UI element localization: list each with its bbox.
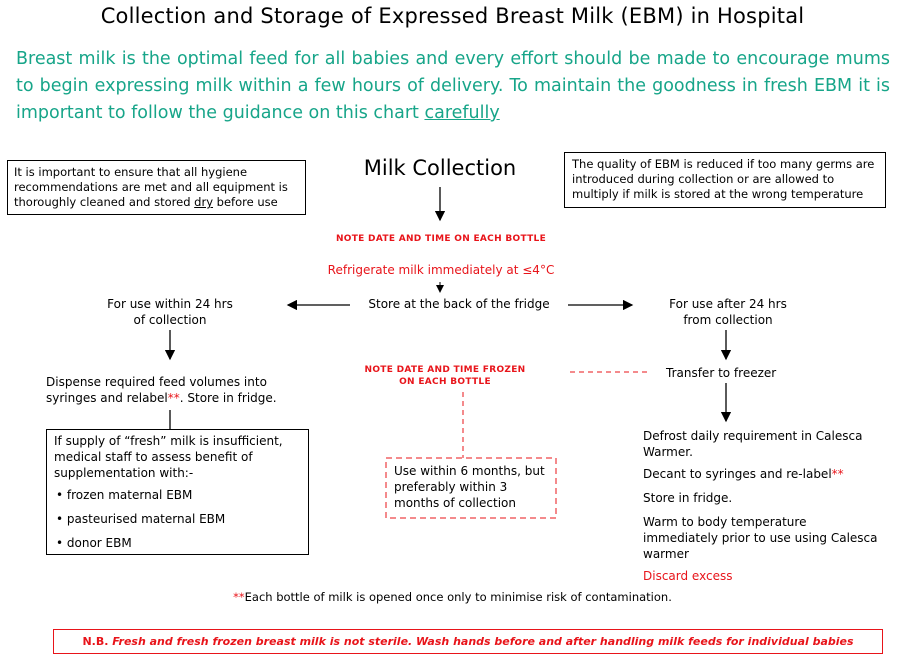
hygiene-note-box: It is important to ensure that all hygie… (7, 160, 306, 215)
step-decant-asterisks: ** (831, 467, 844, 481)
supply-bullet-frozen: • frozen maternal EBM (56, 488, 193, 502)
supply-bullet-pasteurised: • pasteurised maternal EBM (56, 512, 226, 526)
dispense-instruction: Dispense required feed volumes into syri… (46, 374, 298, 406)
transfer-freezer: Transfer to freezer (666, 366, 777, 380)
quality-note-box: The quality of EBM is reduced if too man… (564, 152, 886, 208)
note-date-time: NOTE DATE AND TIME ON EACH BOTTLE (335, 234, 547, 244)
supply-intro: If supply of “fresh” milk is insufficien… (54, 434, 283, 480)
note-frozen: NOTE DATE AND TIME FROZEN ON EACH BOTTLE (364, 365, 526, 387)
use-within-6: Use within 6 months, but preferably with… (394, 464, 545, 510)
footnote-asterisks: ** (233, 590, 245, 604)
step-decant: Decant to syringes and re-label** (643, 466, 883, 482)
step-store: Store in fridge. (643, 491, 733, 505)
intro-emphasis: carefully (424, 103, 500, 123)
freezer-steps: Defrost daily requirement in Calesca War… (643, 428, 883, 584)
footnote: **Each bottle of milk is opened once onl… (0, 589, 905, 605)
supply-box: If supply of “fresh” milk is insufficien… (46, 429, 309, 555)
use-within-6-box-border (385, 457, 557, 519)
dispense-text-end: . Store in fridge. (179, 391, 277, 405)
hygiene-note-text: It is important to ensure that all hygie… (14, 165, 288, 209)
intro-text: Breast milk is the optimal feed for all … (16, 49, 890, 123)
dispense-asterisks: ** (167, 391, 180, 405)
hygiene-note-underlined: dry (194, 195, 214, 209)
nb-lead: N.B. (82, 635, 113, 648)
use-after-24: For use after 24 hrs from collection (669, 297, 787, 327)
step-discard: Discard excess (643, 569, 733, 583)
step-warm: Warm to body temperature immediately pri… (643, 515, 878, 561)
footnote-text: Each bottle of milk is opened once only … (244, 590, 672, 604)
intro-paragraph: Breast milk is the optimal feed for all … (16, 46, 890, 127)
step-defrost: Defrost daily requirement in Calesca War… (643, 429, 863, 459)
hygiene-note-text-end: before use (213, 195, 278, 209)
refrigerate-instruction: Refrigerate milk immediately at ≤4°C (327, 263, 555, 277)
page-title: Collection and Storage of Expressed Brea… (100, 4, 805, 28)
step-decant-text: Decant to syringes and re-label (643, 467, 832, 481)
store-back-fridge: Store at the back of the fridge (368, 297, 550, 311)
supply-bullet-donor: • donor EBM (56, 536, 132, 550)
use-within-24: For use within 24 hrs of collection (107, 297, 233, 327)
nb-box: N.B. Fresh and fresh frozen breast milk … (53, 629, 883, 654)
dispense-text: Dispense required feed volumes into syri… (46, 375, 267, 405)
milk-collection-heading: Milk Collection (363, 156, 517, 180)
nb-text: Fresh and fresh frozen breast milk is no… (112, 635, 854, 648)
